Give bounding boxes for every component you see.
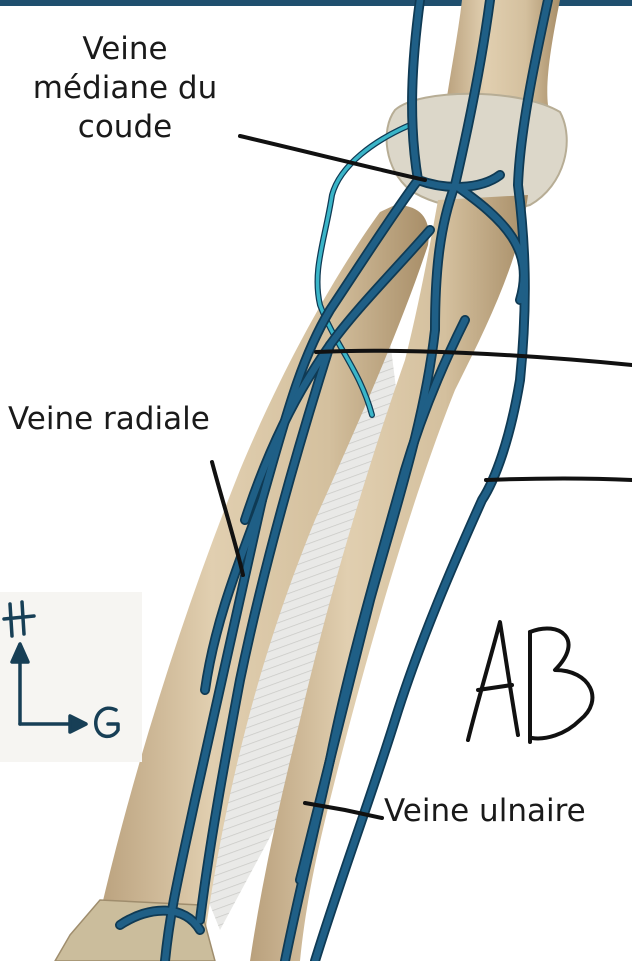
label-veine-ulnaire: Veine ulnaire xyxy=(384,792,586,831)
label-veine-radiale: Veine radiale xyxy=(8,400,210,439)
label-veine-mediane-du-coude: Veine médiane du coude xyxy=(0,30,250,147)
compass-right-letter xyxy=(96,708,118,736)
leader-right-lower xyxy=(486,479,632,481)
orientation-compass xyxy=(0,592,142,762)
compass-up-letter xyxy=(4,602,34,636)
label-line-3: coude xyxy=(0,108,250,147)
wrist-bones xyxy=(55,900,215,961)
label-line-2: médiane du xyxy=(0,69,250,108)
label-line-1: Veine xyxy=(0,30,250,69)
handwritten-initials xyxy=(468,622,592,742)
